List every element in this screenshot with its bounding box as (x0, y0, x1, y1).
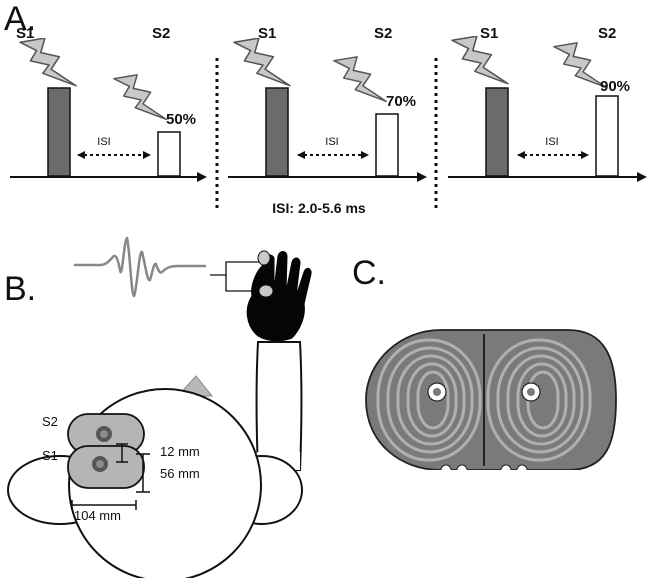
separation-marker (116, 443, 128, 463)
s2-lightning-icon (113, 74, 167, 121)
s1-lightning-icon (233, 38, 291, 87)
width-marker (71, 500, 137, 510)
s1-label: S1 (258, 25, 276, 42)
isi-range: ISI: 2.0-5.6 ms (272, 200, 366, 216)
panel-b-letter: B. (4, 270, 36, 308)
s2-intensity: 90% (600, 78, 630, 95)
coil-label-s1: S1 (42, 448, 58, 463)
condition-70: S1 S2 70% ISI ISI: 2.0-5.6 ms (228, 25, 427, 216)
coil-body (365, 329, 617, 471)
isi-label: ISI (545, 136, 558, 148)
s1-lightning-icon (451, 36, 509, 85)
separation-value: 12 mm (160, 444, 200, 459)
s2-label: S2 (374, 25, 392, 42)
s1-label: S1 (480, 25, 498, 42)
measurement-markers (71, 443, 150, 510)
s1-bar (485, 87, 509, 177)
s2-label: S2 (152, 25, 170, 42)
s2-bar (157, 131, 181, 177)
s2-label: S2 (598, 25, 616, 42)
electrode-finger (257, 250, 271, 266)
panel-a-letter: A. (4, 0, 36, 38)
condition-90: S1 S2 90% ISI (448, 25, 647, 182)
panel-c-letter: C. (352, 254, 386, 292)
height-value: 56 mm (160, 466, 200, 481)
coil-windings (376, 338, 592, 462)
hand (246, 250, 312, 342)
s2-intensity: 50% (166, 111, 196, 128)
s2-bar (595, 95, 619, 177)
s1-label: S1 (16, 25, 34, 42)
coil-label-s2: S2 (42, 414, 58, 429)
head-coils: S2 S1 (42, 413, 145, 489)
isi-label: ISI (325, 136, 338, 148)
electrode-thumb (258, 284, 274, 298)
s1-lightning-icon (19, 38, 77, 87)
s1-bar (47, 87, 71, 177)
isi-label: ISI (97, 136, 110, 148)
s2-lightning-icon (553, 42, 607, 89)
s2-lightning-icon (333, 56, 387, 103)
width-value: 104 mm (74, 508, 121, 523)
electrode-wires (210, 261, 262, 292)
s2-intensity: 70% (386, 93, 416, 110)
emg-trace (74, 236, 206, 298)
s1-bar (265, 87, 289, 177)
arm (255, 341, 303, 471)
figure-eight-coil (364, 329, 620, 480)
condition-50: S1 S2 50% ISI (10, 25, 207, 182)
height-marker (136, 453, 150, 493)
s2-bar (375, 113, 399, 177)
